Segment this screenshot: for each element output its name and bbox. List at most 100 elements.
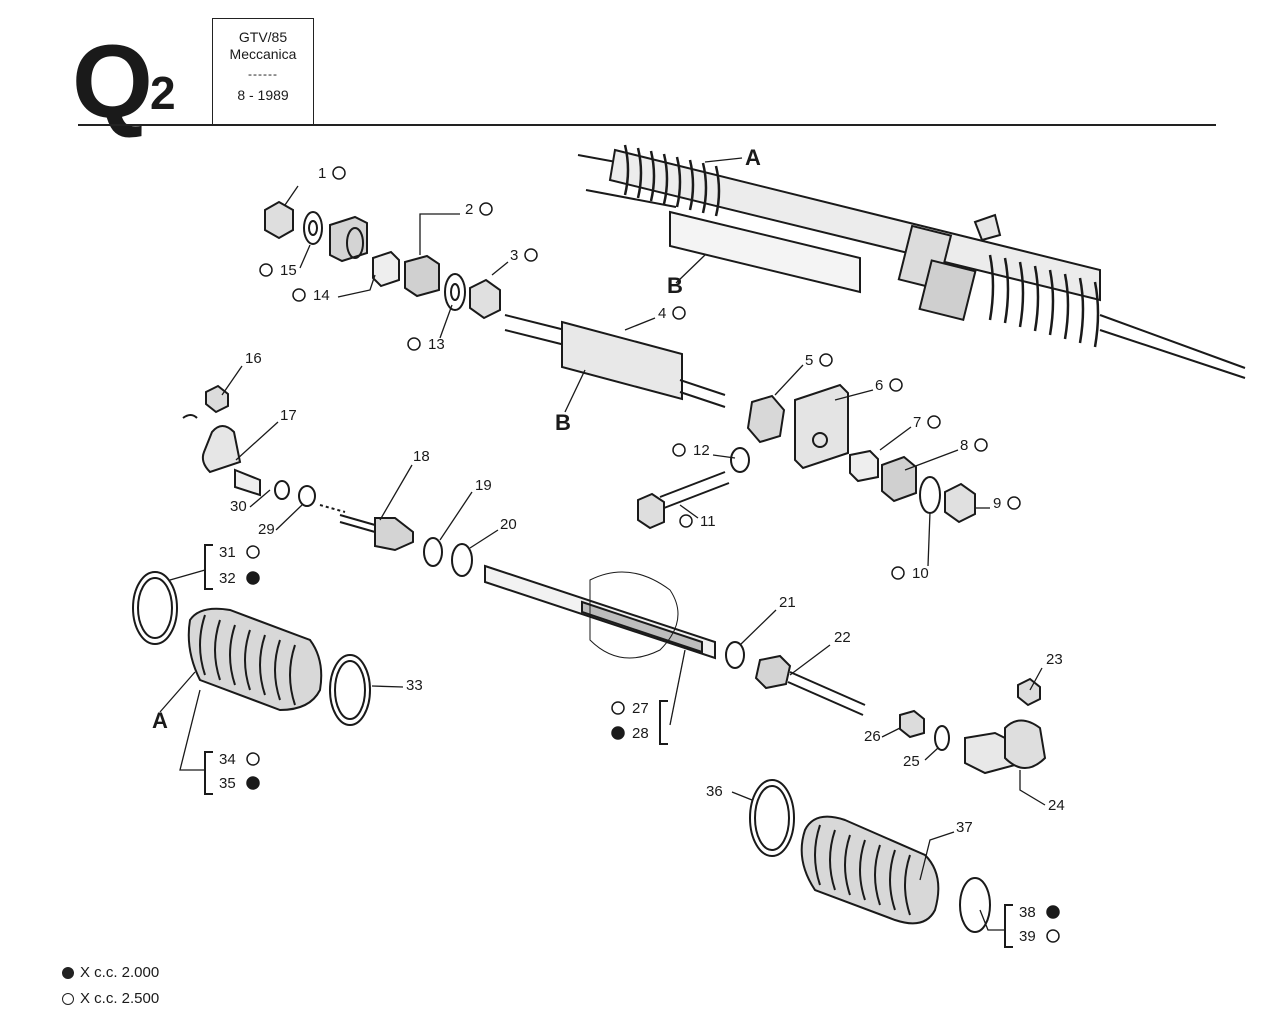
callout-8: 8 (960, 437, 968, 454)
callout-35: 35 (219, 775, 236, 792)
rack-sleeve-drawing (504, 314, 726, 408)
leader-line (337, 274, 376, 298)
callout-3: 3 (510, 247, 518, 264)
callout-14-marker-icon (292, 288, 306, 302)
callout-32: 32 (219, 570, 236, 587)
leader-line (159, 671, 196, 713)
group-bracket (659, 700, 668, 745)
leader-line (1019, 770, 1046, 806)
leader-line (924, 747, 939, 761)
leader-line (704, 157, 743, 163)
leader-line (774, 364, 804, 396)
assembly-letter-b-2: B (555, 410, 571, 435)
leader-line (1029, 667, 1043, 691)
left-boot-drawing (132, 571, 371, 726)
section-number: 2 (150, 67, 176, 119)
callout-12: 12 (693, 442, 710, 459)
callout-31: 31 (219, 544, 236, 561)
callout-11-marker-icon (679, 514, 693, 528)
callout-14: 14 (313, 287, 330, 304)
callout-34-marker-icon (246, 752, 260, 766)
right-boot-drawing (749, 779, 991, 933)
callout-30: 30 (230, 498, 247, 515)
leader-line (235, 421, 279, 461)
section-letter: Q (72, 24, 153, 140)
leader-line (491, 261, 509, 276)
group-bracket (1004, 904, 1013, 948)
callout-2-marker-icon (479, 202, 493, 216)
leader-line (299, 244, 311, 269)
inner-ball-joint-drawing (339, 514, 473, 577)
leader-line (669, 649, 686, 726)
leader-line (739, 609, 777, 646)
legend-text-2000: X c.c. 2.000 (80, 964, 160, 981)
callout-39-marker-icon (1046, 929, 1060, 943)
mounting-hardware-stack (264, 200, 501, 320)
group-bracket (204, 544, 213, 590)
legend-item-2000: X c.c. 2.000 (62, 964, 159, 981)
callout-8-marker-icon (974, 438, 988, 452)
callout-17: 17 (280, 407, 297, 424)
callout-28-marker-icon (611, 726, 625, 740)
callout-33: 33 (406, 677, 423, 694)
callout-1: 1 (318, 165, 326, 182)
callout-13-marker-icon (407, 337, 421, 351)
callout-23: 23 (1046, 651, 1063, 668)
leader-line (834, 389, 874, 401)
part-drawings (132, 144, 1246, 933)
leader-lines (159, 157, 1046, 931)
model-label: GTV/85 (238, 29, 288, 45)
leader-line (624, 317, 656, 331)
callout-16: 16 (245, 350, 262, 367)
callout-38-marker-icon (1046, 905, 1060, 919)
legend-item-2500: X c.c. 2.500 (62, 990, 159, 1007)
callout-6-marker-icon (889, 378, 903, 392)
callout-15: 15 (280, 262, 297, 279)
leader-line (904, 449, 959, 471)
assembly-letter-a-0: A (745, 145, 761, 170)
callout-10: 10 (912, 565, 929, 582)
leader-line (169, 569, 206, 581)
filled-dot-icon (62, 966, 74, 979)
leader-line (675, 254, 706, 284)
callout-38: 38 (1019, 904, 1036, 921)
leader-line (927, 511, 931, 567)
rack-bar-drawing (484, 564, 745, 669)
callout-5-marker-icon (819, 353, 833, 367)
leader-line (275, 504, 303, 531)
callout-22: 22 (834, 629, 851, 646)
leader-line (284, 185, 299, 206)
leader-line (679, 504, 699, 519)
callout-11: 11 (700, 513, 716, 530)
leader-line (879, 426, 912, 451)
leader-line (731, 791, 753, 801)
callout-24: 24 (1048, 797, 1065, 814)
header-rule (78, 124, 1216, 126)
title-divider: ------ (248, 66, 278, 81)
callout-12-marker-icon (672, 443, 686, 457)
assembly-letter-b-1: B (667, 273, 683, 298)
group-bracket (204, 751, 213, 795)
assembly-letter-a-3: A (152, 708, 168, 733)
callout-21: 21 (779, 594, 796, 611)
leader-line (419, 213, 460, 255)
callout-39: 39 (1019, 928, 1036, 945)
right-tie-rod-drawing (754, 654, 1047, 775)
callout-25: 25 (903, 753, 920, 770)
callout-13: 13 (428, 336, 445, 353)
callout-4: 4 (658, 305, 666, 322)
callout-36: 36 (706, 783, 723, 800)
callout-10-marker-icon (891, 566, 905, 580)
leader-line (221, 365, 243, 396)
callout-27-marker-icon (611, 701, 625, 715)
left-tie-rod-end-drawing (182, 384, 346, 513)
callout-15-marker-icon (259, 263, 273, 277)
callout-26: 26 (864, 728, 881, 745)
leader-line (439, 491, 473, 541)
leader-line (564, 369, 586, 413)
callout-2: 2 (465, 201, 473, 218)
callout-20: 20 (500, 516, 517, 533)
callout-32-marker-icon (246, 571, 260, 585)
